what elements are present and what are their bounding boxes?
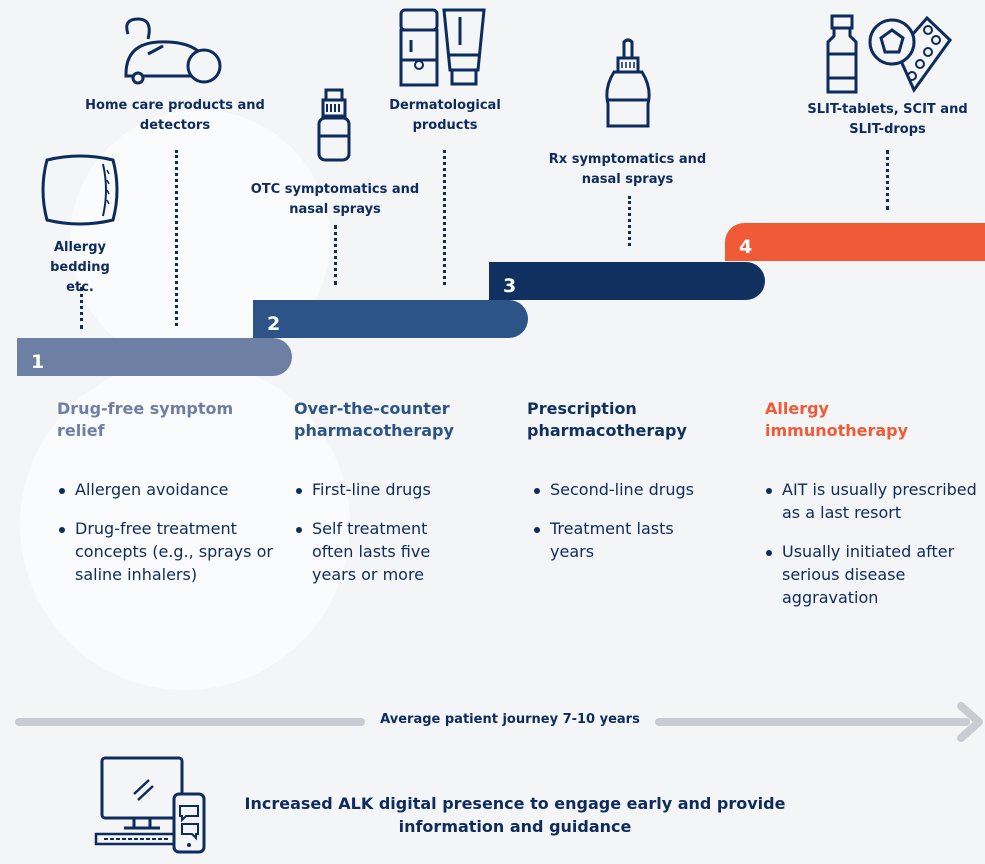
bullet-item: Treatment lasts years [532, 517, 700, 563]
caption-rx: Rx symptomatics and nasal sprays [548, 152, 707, 187]
journey-bar-left [15, 718, 365, 726]
journey-bar-right [655, 718, 970, 726]
cream-bottles-icon [399, 8, 486, 87]
caption-otc: OTC symptomatics and nasal sprays [250, 182, 420, 217]
bullet-item: Second-line drugs [532, 478, 732, 501]
connector-bedding [80, 287, 83, 329]
bullet-item: Allergen avoidance [57, 478, 277, 501]
step-3-number: 3 [503, 275, 517, 297]
step-4-number: 4 [739, 236, 753, 258]
vial-icon [826, 14, 858, 94]
connector-home-care [175, 150, 178, 326]
connector-otc [334, 225, 337, 285]
step-2-bullets: First-line drugs Self treatment often la… [294, 478, 484, 602]
nasal-spray-bottle-icon [317, 88, 351, 162]
dropper-bottle-icon [605, 38, 651, 128]
step-4-title: Allergy immunotherapy [765, 399, 909, 440]
step-4-bar: 4 [725, 223, 985, 261]
bullet-item: Self treatment often lasts five years or… [294, 517, 467, 586]
background-circle [20, 360, 350, 690]
step-3-title: Prescription pharmacotherapy [527, 399, 687, 440]
pillow-icon [41, 154, 119, 226]
step-1-title: Drug-free symptom relief [57, 399, 234, 440]
caption-derm: Dermatological products [389, 98, 501, 133]
computer-phone-icon [94, 756, 206, 854]
bullet-item: First-line drugs [294, 478, 484, 501]
bullet-item: AIT is usually prescribed as a last reso… [764, 478, 982, 524]
step-1-bar: 1 [17, 338, 292, 376]
step-3-bar: 3 [489, 262, 765, 300]
bullet-item: Drug-free treatment concepts (e.g., spra… [57, 517, 277, 586]
connector-slit [886, 150, 889, 210]
bullet-item: Usually initiated after serious disease … [764, 540, 982, 609]
digital-presence-text: Increased ALK digital presence to engage… [244, 794, 786, 836]
step-1-bullets: Allergen avoidance Drug-free treatment c… [57, 478, 277, 602]
arrow-right-icon [957, 702, 983, 742]
tablet-blister-icon [868, 15, 952, 93]
journey-label: Average patient journey 7-10 years [380, 712, 640, 727]
vacuum-cleaner-icon [124, 17, 222, 85]
step-2-bar: 2 [253, 300, 528, 338]
step-2-number: 2 [267, 313, 281, 335]
caption-slit: SLIT-tablets, SCIT and SLIT-drops [807, 102, 968, 137]
connector-rx [628, 196, 631, 246]
connector-derm [443, 150, 446, 285]
step-2-title: Over-the-counter pharmacotherapy [294, 399, 454, 440]
step-4-bullets: AIT is usually prescribed as a last reso… [764, 478, 982, 625]
caption-home-care: Home care products and detectors [85, 98, 265, 133]
step-1-number: 1 [31, 351, 45, 373]
step-3-bullets: Second-line drugs Treatment lasts years [532, 478, 732, 579]
